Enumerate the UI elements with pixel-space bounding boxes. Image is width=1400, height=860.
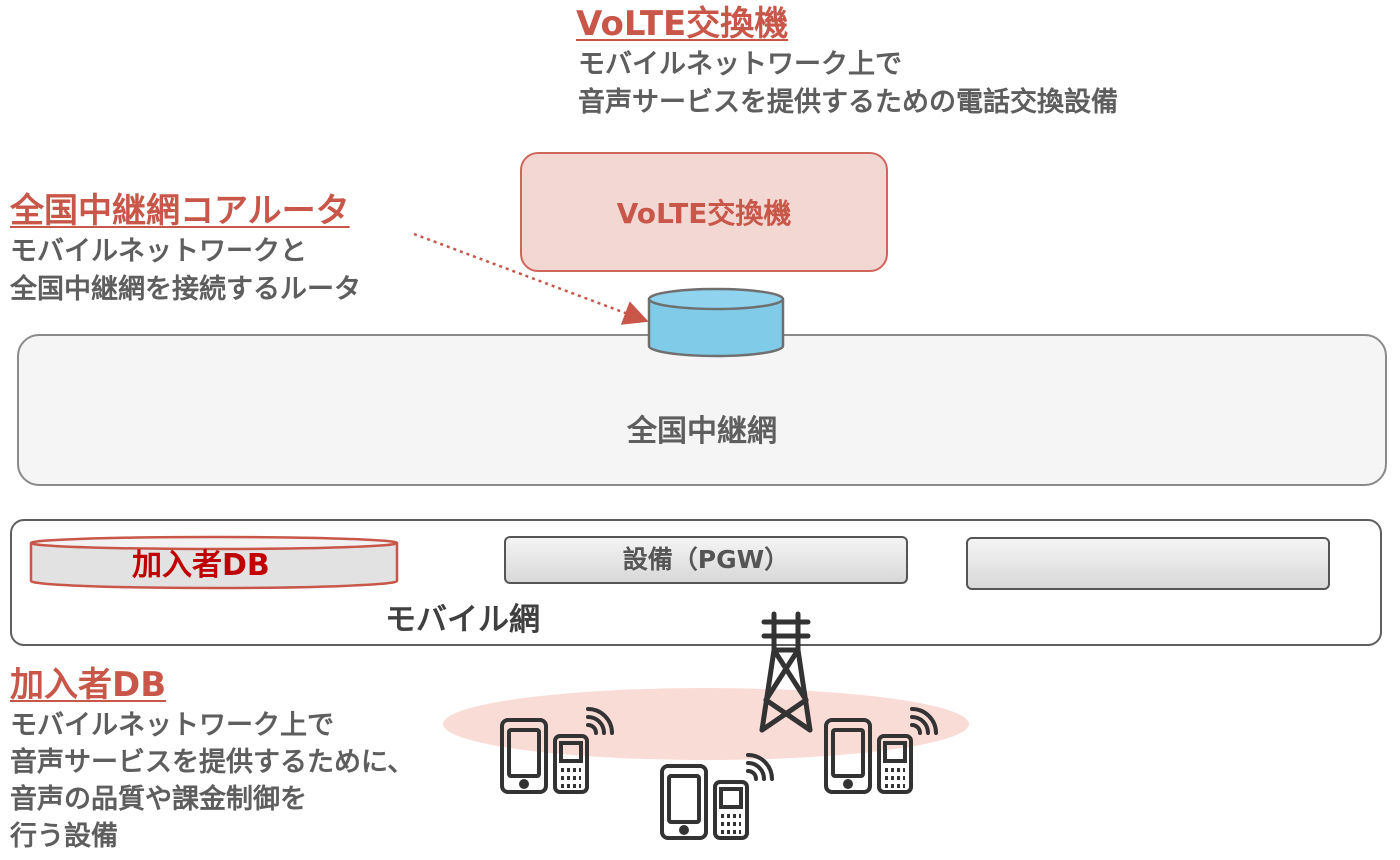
subscriber-db-label: 加入者DB [132, 548, 270, 583]
db-callout-line-4: 行う設備 [10, 821, 118, 852]
db-callout-line-3: 音声の品質や課金制御を [10, 784, 307, 815]
db-callout-line-2: 音声サービスを提供するために、 [10, 747, 415, 778]
pgw-label: 設備（PGW） [622, 545, 790, 574]
db-callout-title: 加入者DB [10, 665, 167, 705]
router-callout-title: 全国中継網コアルータ [10, 191, 350, 231]
smartphone-icon [824, 718, 872, 794]
core-network-label: 全国中継網 [627, 414, 777, 449]
blank-equipment [966, 537, 1330, 590]
coverage-area [443, 688, 969, 760]
subscriber-db-icon [29, 535, 399, 590]
router-callout-line-1: モバイルネットワークと [10, 236, 307, 267]
cell-tower-icon [759, 611, 813, 733]
router-callout-line-2: 全国中継網を接続するルータ [10, 274, 361, 305]
volte-switch-label: VoLTE交換機 [616, 197, 792, 230]
pgw-equipment: 設備（PGW） [504, 536, 908, 584]
signal-waves-icon [746, 753, 774, 781]
smartphone-icon [500, 718, 548, 794]
signal-waves-icon [910, 707, 938, 735]
volte-switch-box: VoLTE交換機 [520, 152, 888, 272]
feature-phone-icon [553, 734, 589, 794]
feature-phone-icon [713, 780, 749, 840]
smartphone-icon [660, 764, 708, 840]
router-cylinder-icon [647, 287, 785, 358]
signal-waves-icon [586, 707, 614, 735]
db-callout-line-1: モバイルネットワーク上で [10, 710, 334, 741]
volte-callout-line-1: モバイルネットワーク上で [578, 49, 902, 80]
volte-callout-title: VoLTE交換機 [576, 4, 789, 44]
core-network-box: 全国中継網 [17, 334, 1387, 486]
mobile-network-label: モバイル網 [385, 602, 540, 638]
volte-callout-line-2: 音声サービスを提供するための電話交換設備 [578, 87, 1118, 118]
feature-phone-icon [877, 734, 913, 794]
router-pointer-arrow [413, 232, 649, 325]
